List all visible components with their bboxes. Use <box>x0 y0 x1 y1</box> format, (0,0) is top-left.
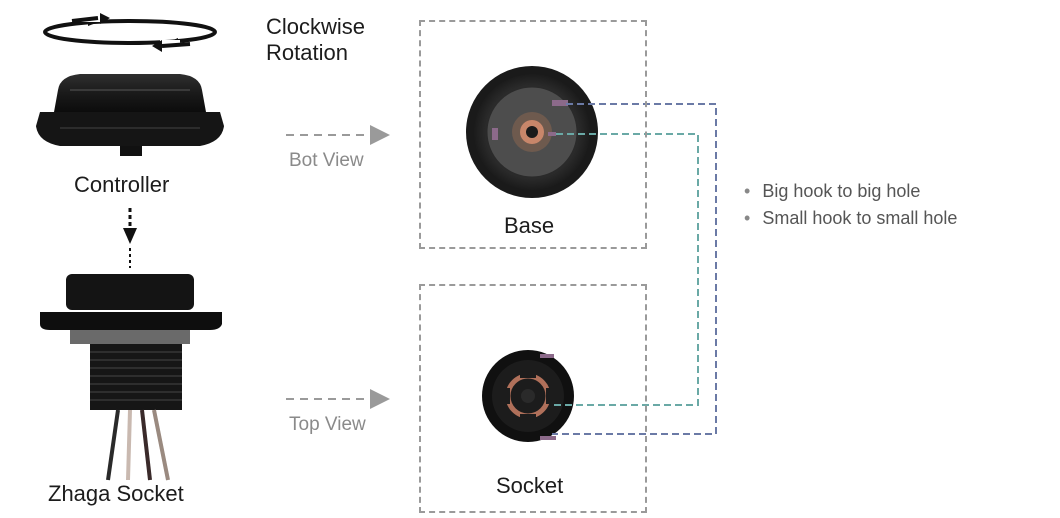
socket-top-image <box>482 350 574 442</box>
controller-image <box>36 74 224 156</box>
zhaga-socket-label: Zhaga Socket <box>48 481 184 506</box>
note-small-hook: Small hook to small hole <box>744 205 957 232</box>
rotation-label-line2: Rotation <box>266 40 348 65</box>
clockwise-rotation-icon <box>43 13 217 52</box>
zhaga-socket-image <box>40 274 222 481</box>
rotation-label-line1: Clockwise <box>266 14 366 39</box>
socket-box <box>419 284 647 513</box>
top-view-label: Top View <box>289 414 366 435</box>
hook-notes-list: Big hook to big hole Small hook to small… <box>744 178 957 232</box>
rotation-label: Clockwise Rotation <box>266 14 365 66</box>
base-label: Base <box>504 213 555 238</box>
controller-label: Controller <box>74 172 170 197</box>
note-big-hook: Big hook to big hole <box>744 178 957 205</box>
big-hook-connector <box>552 103 717 435</box>
socket-label: Socket <box>496 473 564 498</box>
base-image <box>466 66 598 198</box>
down-arrow-icon <box>123 208 137 268</box>
bot-view-label: Bot View <box>289 150 364 171</box>
small-hook-connector <box>552 133 699 406</box>
base-box <box>419 20 647 249</box>
